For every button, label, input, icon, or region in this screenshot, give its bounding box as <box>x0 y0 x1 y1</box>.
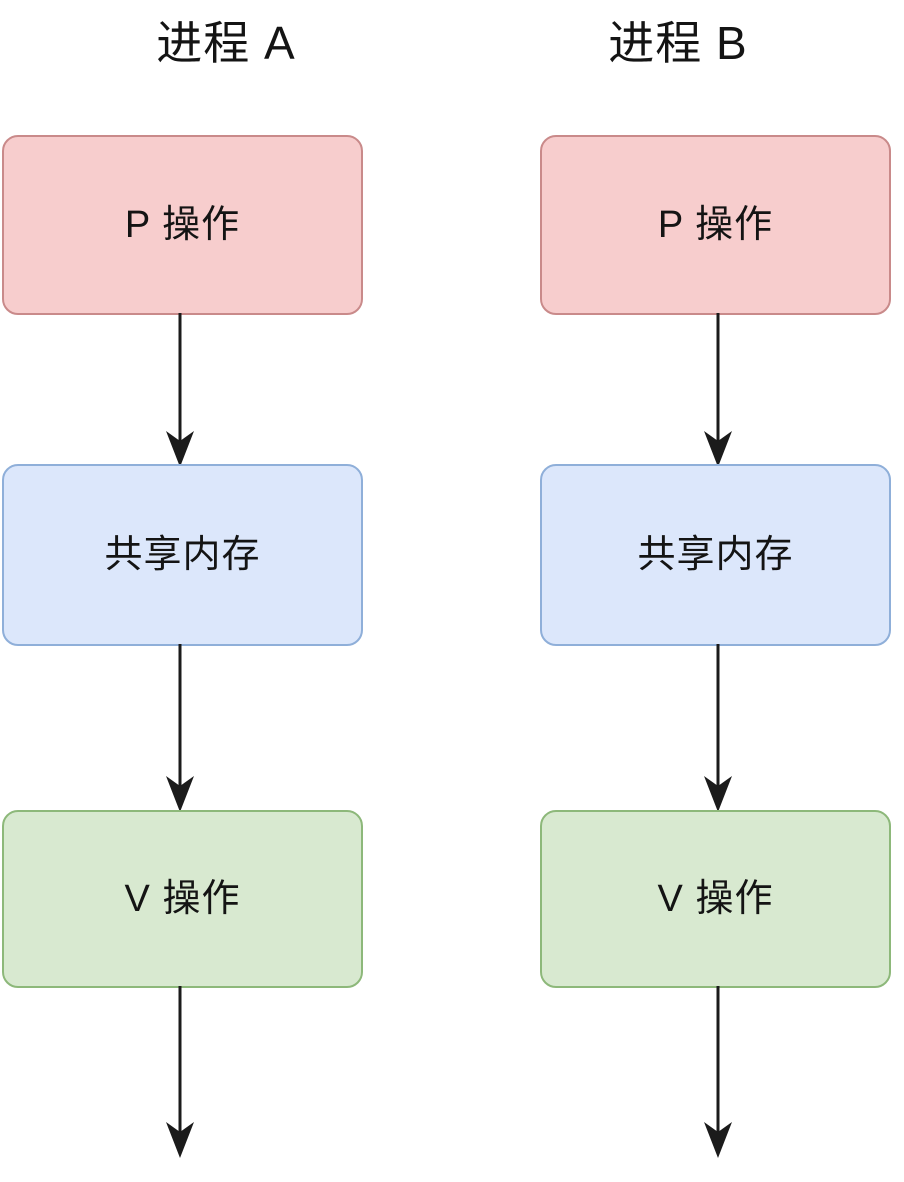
node-label: V 操作 <box>124 878 241 920</box>
arrowhead-icon <box>704 776 732 812</box>
edge-v-outgoing-b <box>704 986 732 1158</box>
node-p-operation-a[interactable]: P 操作 <box>2 135 363 315</box>
node-label: P 操作 <box>657 204 774 246</box>
node-label: 共享内存 <box>637 534 794 576</box>
arrowhead-icon <box>166 431 194 467</box>
node-label: P 操作 <box>124 204 241 246</box>
node-shared-memory-b[interactable]: 共享内存 <box>540 464 891 646</box>
arrowhead-icon <box>166 1122 194 1158</box>
node-shared-memory-a[interactable]: 共享内存 <box>2 464 363 646</box>
column-title-process-b: 进程 B <box>608 17 748 69</box>
arrowhead-icon <box>704 1122 732 1158</box>
node-label: 共享内存 <box>104 534 261 576</box>
node-v-operation-b[interactable]: V 操作 <box>540 810 891 988</box>
process-column-b: 进程 B P 操作 共享内存 V 操作 <box>452 0 904 1182</box>
edge-p-to-memory-b <box>704 313 732 467</box>
node-p-operation-b[interactable]: P 操作 <box>540 135 891 315</box>
node-v-operation-a[interactable]: V 操作 <box>2 810 363 988</box>
arrowhead-icon <box>704 431 732 467</box>
node-label: V 操作 <box>657 878 774 920</box>
edge-memory-to-v-a <box>166 644 194 812</box>
edge-v-outgoing-a <box>166 986 194 1158</box>
edge-memory-to-v-b <box>704 644 732 812</box>
process-column-a: 进程 A P 操作 共享内存 V 操作 <box>2 17 363 1158</box>
column-title-process-a: 进程 A <box>156 17 296 69</box>
arrowhead-icon <box>166 776 194 812</box>
edge-p-to-memory-a <box>166 313 194 467</box>
